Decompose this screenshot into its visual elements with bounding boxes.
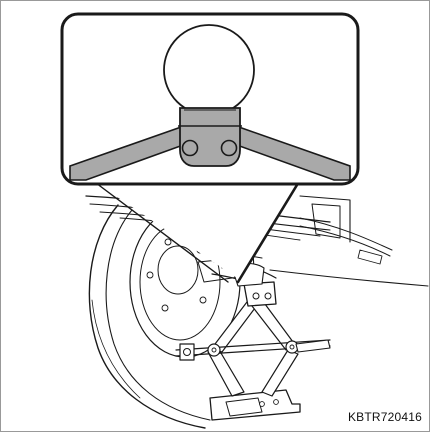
figure-code: KBTR720416 bbox=[348, 410, 422, 424]
jack-head-detail bbox=[180, 108, 240, 166]
axle-tube-cross-section bbox=[164, 25, 254, 115]
jack-pin-left-detail bbox=[183, 141, 198, 156]
jack-pin-right-detail bbox=[222, 141, 237, 156]
